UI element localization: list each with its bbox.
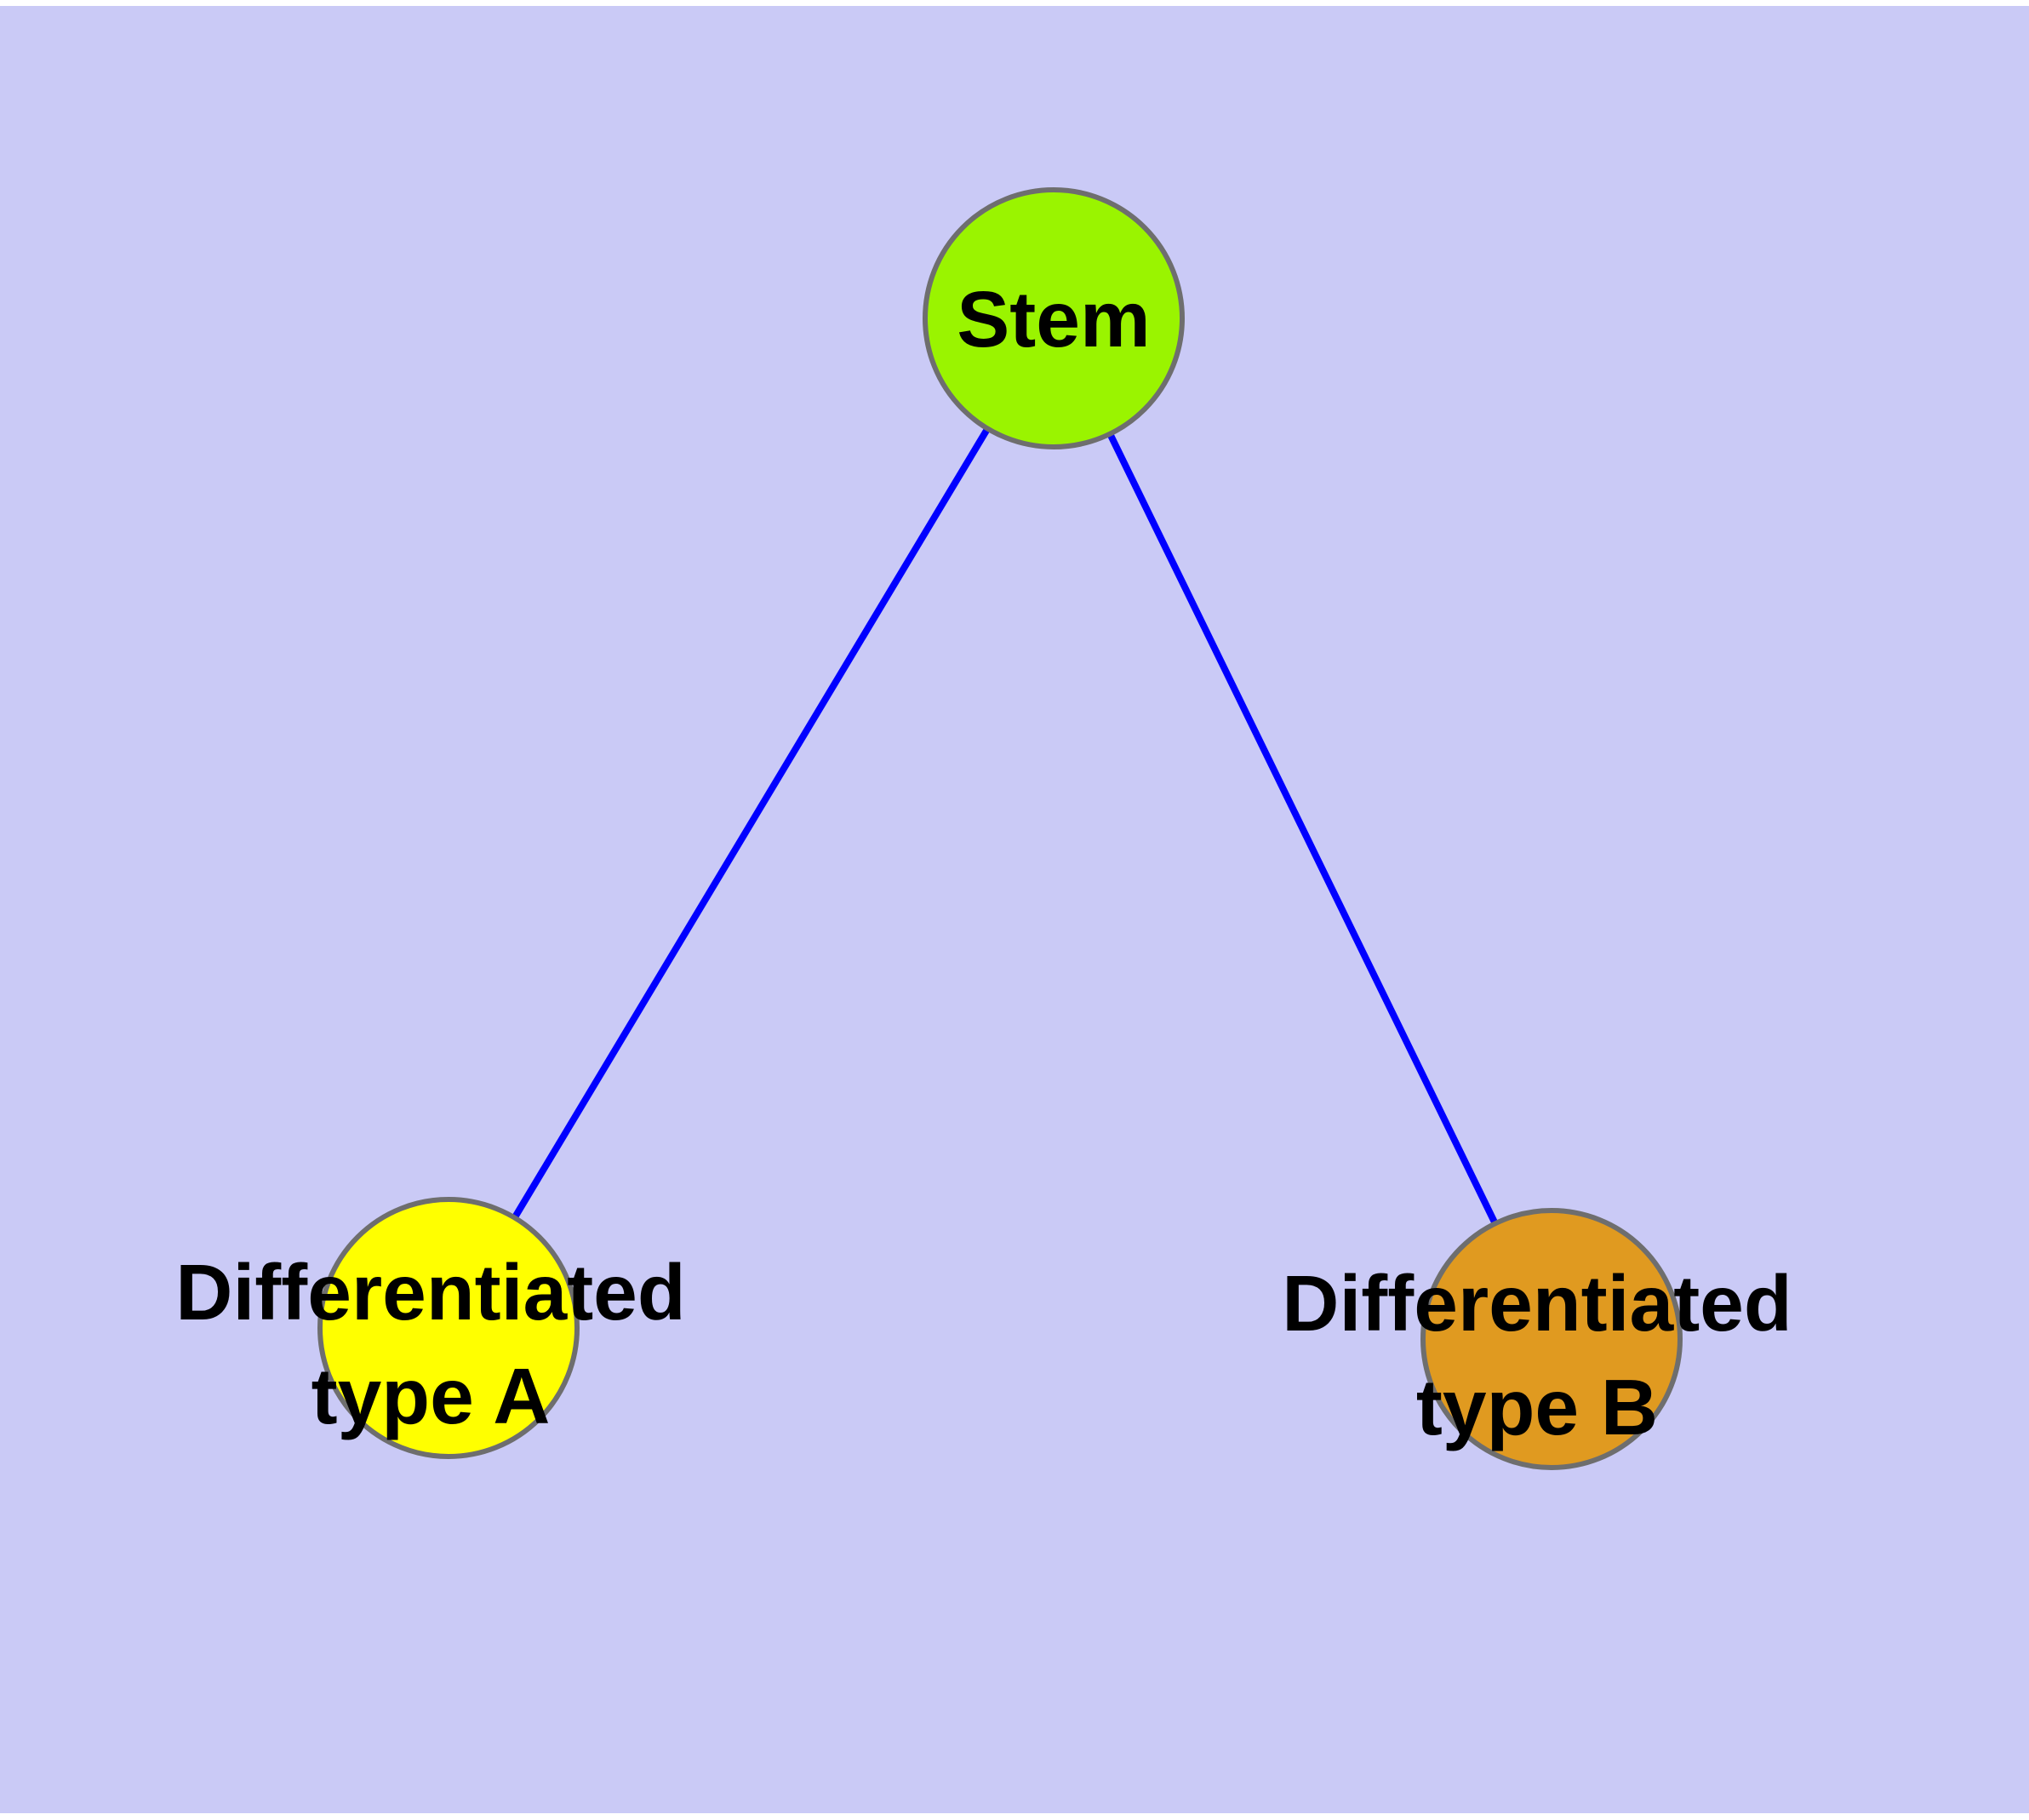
node-type-a-circle — [317, 1197, 580, 1459]
node-type-b-label-line1: Differentiated — [1282, 1259, 1792, 1348]
node-type-a-label-line2: type A — [311, 1352, 551, 1440]
node-stem-circle — [923, 187, 1185, 449]
node-type-a-label-line1: Differentiated — [175, 1248, 685, 1336]
node-stem: Stem — [923, 187, 1185, 449]
node-differentiated-type-a: Differentiated type A — [175, 1197, 686, 1459]
edge-stem-to-type-b — [1050, 317, 1555, 1341]
node-type-b-label-line2: type B — [1416, 1363, 1658, 1451]
edge-stem-to-type-a — [445, 316, 1057, 1331]
node-type-b-circle — [1420, 1208, 1683, 1470]
node-stem-label: Stem — [957, 275, 1150, 363]
node-differentiated-type-b: Differentiated type B — [1282, 1208, 1792, 1470]
